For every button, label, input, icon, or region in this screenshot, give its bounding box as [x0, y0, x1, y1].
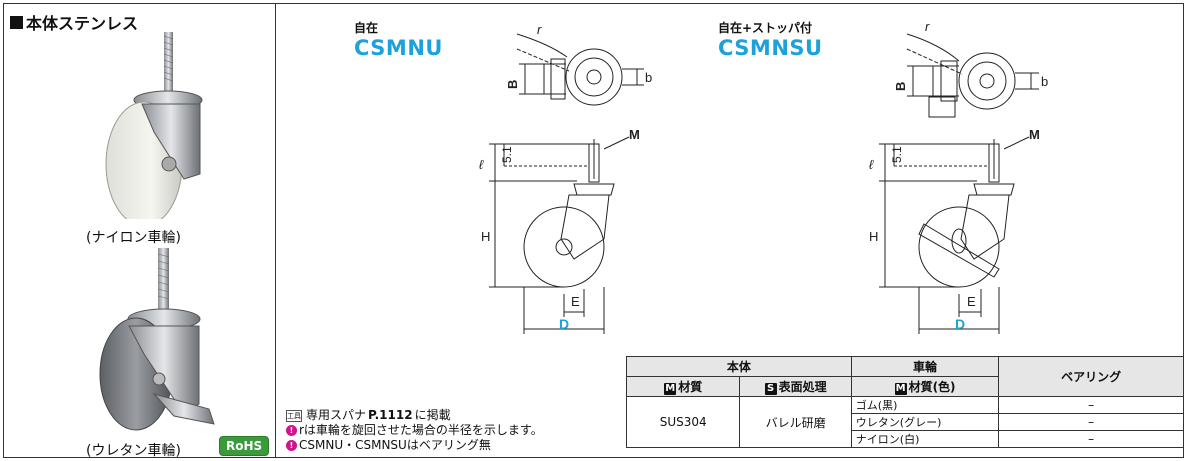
- note-bearing-text: CSMNU・CSMNSUはベアリング無: [299, 438, 491, 452]
- dim-r-1: r: [537, 22, 542, 37]
- table-row: ウレタン(グレー) –: [627, 413, 1184, 431]
- note-radius-text: rは車輪を旋回させた場合の半径を示します。: [299, 423, 543, 437]
- s-badge-icon: S: [764, 383, 777, 395]
- table-row: SUS304 バレル研磨 ゴム(黒) –: [625, 396, 1184, 448]
- dim-D-1: D: [559, 316, 569, 332]
- note-wrench-suffix: に掲載: [414, 408, 451, 422]
- note-bearing: ! CSMNU・CSMNSUはベアリング無: [286, 438, 543, 453]
- th-material-text: 材質: [678, 380, 703, 394]
- model-1-sub: 自在: [354, 21, 379, 35]
- cell-body-material: SUS304: [625, 396, 741, 448]
- dim-r-2: r: [925, 19, 930, 34]
- note-wrench-page[interactable]: P.1112: [368, 408, 413, 422]
- dim-5-1-2: 5.1: [890, 146, 904, 163]
- info-icon: !: [286, 425, 297, 436]
- cell-bearing: –: [998, 396, 1184, 414]
- cell-bearing: –: [998, 430, 1184, 448]
- dim-E-2: E: [967, 294, 976, 309]
- cell-surface: バレル研磨: [739, 396, 852, 448]
- th-surface-text: 表面処理: [778, 380, 827, 394]
- dim-l-1: ℓ: [479, 157, 484, 172]
- dim-B-1: B: [505, 80, 520, 89]
- model-1-name: CSMNU: [354, 36, 443, 60]
- dim-5-1-1: 5.1: [500, 146, 514, 163]
- th-wheel: 車輪: [850, 356, 1000, 377]
- urethane-wheel-caption: (ウレタン車輪): [86, 443, 181, 459]
- nylon-caster-photo: [105, 32, 203, 219]
- csmnu-drawing: r B b M ℓ 5.1 H E D: [479, 22, 652, 334]
- dim-l-2: ℓ: [869, 157, 874, 172]
- info-icon: !: [286, 440, 297, 451]
- rohs-badge: RoHS: [219, 436, 270, 456]
- dim-H-2: H: [869, 229, 878, 244]
- material-heading-text: 本体ステンレス: [26, 14, 139, 33]
- wrench-icon: 工具: [286, 409, 302, 422]
- dim-b-2: b: [1041, 74, 1048, 89]
- dim-b-1: b: [645, 70, 652, 85]
- m-badge-icon: M: [894, 383, 907, 395]
- dim-M-2: M: [1029, 127, 1040, 142]
- cell-wheel: ナイロン(白): [850, 430, 1000, 448]
- cell-bearing: –: [998, 413, 1184, 431]
- dim-H-1: H: [481, 229, 490, 244]
- m-badge-icon: M: [664, 383, 677, 395]
- nylon-wheel-caption: (ナイロン車輪): [86, 230, 181, 246]
- urethane-caster-photo: [99, 248, 215, 431]
- notes: 工具 専用スパナ P.1112 に掲載 ! rは車輪を旋回させた場合の半径を示し…: [286, 408, 543, 453]
- th-bearing: ベアリング: [998, 356, 1184, 397]
- model-2-name: CSMNSU: [718, 36, 823, 60]
- note-radius: ! rは車輪を旋回させた場合の半径を示します。: [286, 423, 543, 438]
- dim-M-1: M: [629, 127, 640, 142]
- dim-E-1: E: [571, 294, 580, 309]
- table-row: ナイロン(白) –: [627, 430, 1184, 448]
- square-bullet-icon: [10, 15, 23, 29]
- model-2-sub: 自在+ストッパ付: [718, 21, 813, 35]
- product-sheet: 本体ステンレス (ナイロン車輪): [3, 3, 1184, 459]
- dim-B-2: B: [893, 82, 908, 91]
- th-body: 本体: [626, 356, 852, 377]
- csmnsu-drawing: r B b M ℓ 5.1 H E D: [869, 19, 1048, 334]
- dim-D-2: D: [955, 316, 965, 332]
- photo-panel: 本体ステンレス (ナイロン車輪): [4, 4, 276, 459]
- note-wrench: 工具 専用スパナ P.1112 に掲載: [286, 408, 543, 423]
- cell-wheel: ウレタン(グレー): [850, 413, 1000, 431]
- note-wrench-prefix: 専用スパナ: [306, 408, 367, 422]
- material-heading: 本体ステンレス: [10, 10, 138, 34]
- cell-wheel: ゴム(黒): [850, 396, 1000, 414]
- th-wheel-material-text: 材質(色): [908, 380, 956, 394]
